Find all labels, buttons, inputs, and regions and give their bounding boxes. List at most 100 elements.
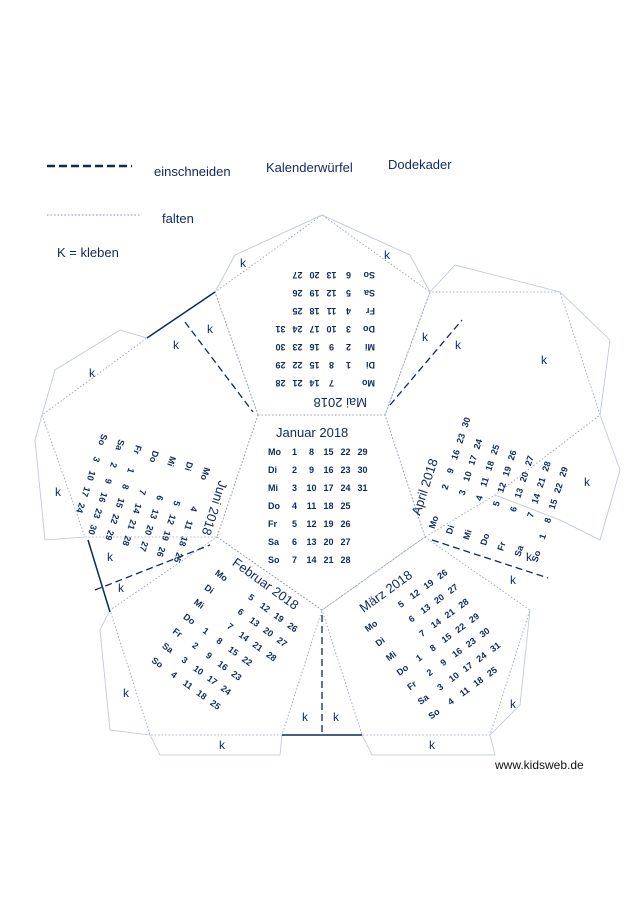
- day-number: 29: [357, 447, 368, 457]
- header-title-calendar: Kalenderwürfel: [266, 160, 353, 175]
- day-number: 17: [323, 483, 334, 493]
- day-number: [272, 306, 289, 316]
- day-number: [354, 501, 371, 511]
- legend-glue-label: K = kleben: [57, 245, 119, 260]
- day-number: 1: [291, 447, 297, 457]
- day-number: 29: [275, 360, 286, 370]
- legend-fold-label: falten: [162, 211, 194, 226]
- weekday-label: Mi: [365, 342, 375, 352]
- glue-tab-marker: k: [55, 485, 61, 499]
- glue-tab-marker: k: [510, 573, 516, 587]
- weekday-label: Fr: [366, 306, 375, 316]
- day-number: 6: [346, 270, 352, 280]
- day-number: [354, 537, 371, 547]
- day-number: [354, 555, 371, 565]
- legend-cut-label: einschneiden: [154, 164, 231, 179]
- day-number: 28: [275, 378, 286, 388]
- glue-tab-marker: k: [107, 550, 113, 564]
- day-number: 22: [292, 360, 303, 370]
- day-number: 4: [346, 306, 352, 316]
- day-number: 7: [291, 555, 297, 565]
- day-number: 1: [346, 360, 352, 370]
- day-number: 12: [306, 519, 317, 529]
- day-number: 24: [340, 483, 351, 493]
- day-number: 5: [346, 288, 352, 298]
- day-number: 9: [308, 465, 314, 475]
- day-number: [354, 519, 371, 529]
- day-number: 7: [329, 378, 335, 388]
- glue-tab-marker: k: [455, 338, 461, 352]
- glue-tab-marker: k: [302, 710, 308, 724]
- day-number: 22: [340, 447, 351, 457]
- day-number: 20: [309, 270, 320, 280]
- day-number: 8: [329, 360, 335, 370]
- day-number: 18: [309, 306, 320, 316]
- glue-tab-marker: k: [123, 686, 129, 700]
- day-number: 16: [323, 465, 334, 475]
- glue-tab-marker: k: [510, 697, 516, 711]
- day-number: 30: [357, 465, 368, 475]
- weekday-label: Di: [366, 360, 375, 370]
- day-number: 16: [309, 342, 320, 352]
- day-number: 15: [309, 360, 320, 370]
- day-number: [272, 288, 289, 298]
- day-number: 13: [326, 270, 337, 280]
- day-number: 10: [326, 324, 337, 334]
- day-number: 31: [275, 324, 286, 334]
- day-number: 20: [323, 537, 334, 547]
- glue-tab-marker: k: [584, 475, 590, 489]
- glue-tab-marker: k: [384, 248, 390, 262]
- day-number: 8: [308, 447, 314, 457]
- day-number: 5: [291, 519, 297, 529]
- weekday-label: So: [363, 270, 375, 280]
- day-number: 15: [323, 447, 334, 457]
- weekday-label: So: [268, 555, 280, 565]
- day-number: 14: [306, 555, 317, 565]
- day-number: 13: [306, 537, 317, 547]
- day-number: 26: [292, 288, 303, 298]
- footer-website: www.kidsweb.de: [495, 758, 584, 772]
- day-number: 3: [291, 483, 297, 493]
- glue-tab-marker: k: [89, 366, 95, 380]
- day-number: 4: [291, 501, 297, 511]
- glue-tab-marker: k: [219, 738, 225, 752]
- weekday-label: Sa: [363, 288, 375, 298]
- glue-tab-marker: k: [207, 322, 213, 336]
- day-number: [272, 270, 289, 280]
- day-number: 2: [291, 465, 297, 475]
- day-number: 11: [306, 501, 317, 511]
- day-number: 30: [275, 342, 286, 352]
- day-number: 26: [340, 519, 351, 529]
- day-number: 2: [346, 342, 352, 352]
- calendar-title: Mai 2018: [313, 395, 367, 410]
- day-number: [340, 378, 357, 388]
- day-number: 10: [306, 483, 317, 493]
- weekday-label: Mo: [362, 378, 375, 388]
- glue-tab-marker: k: [526, 550, 532, 564]
- day-number: 9: [329, 342, 335, 352]
- day-number: 25: [340, 501, 351, 511]
- glue-tab-marker: k: [541, 353, 547, 367]
- week-row: 2 9 16 23 30: [272, 342, 357, 352]
- day-number: 18: [323, 501, 334, 511]
- day-number: 23: [292, 342, 303, 352]
- day-number: 27: [340, 537, 351, 547]
- header-title-dodecahedron: Dodekader: [388, 157, 452, 172]
- glue-tab-marker: k: [333, 710, 339, 724]
- day-number: 21: [323, 555, 334, 565]
- week-row: 1 8 15 22 29: [272, 360, 357, 370]
- day-number: 21: [292, 378, 303, 388]
- weekday-label: Do: [268, 501, 280, 511]
- day-number: 3: [346, 324, 352, 334]
- weekday-label: Di: [268, 465, 277, 475]
- weekday-label: Sa: [268, 537, 280, 547]
